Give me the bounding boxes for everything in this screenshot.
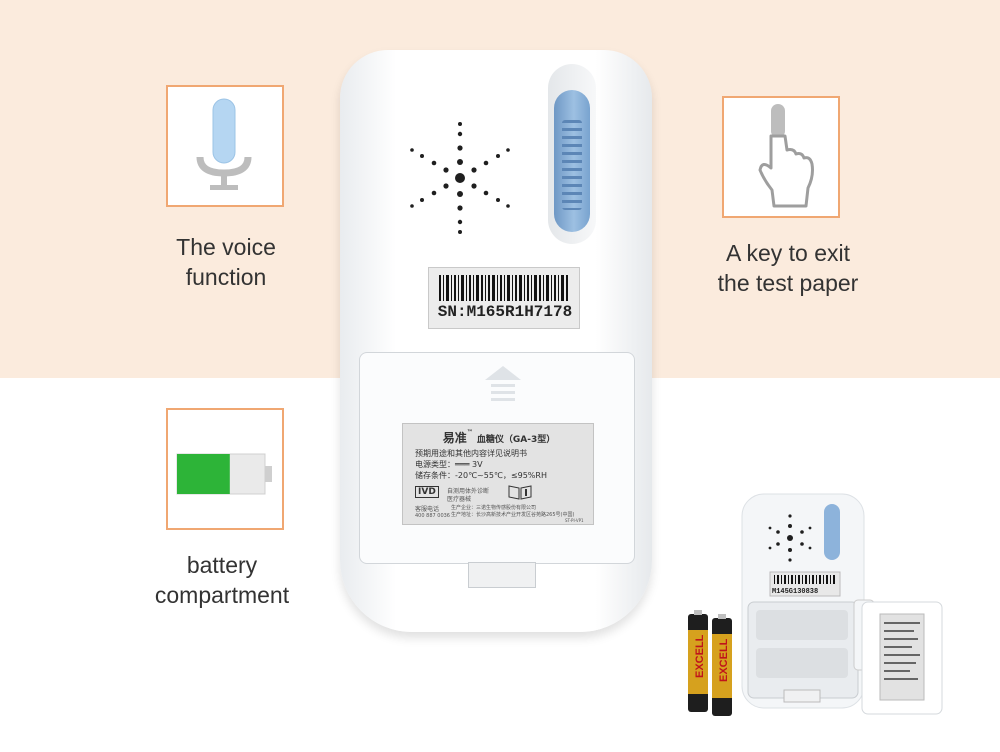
voice-feature-caption: The voice function — [176, 234, 276, 290]
spec-line-storage: 储存条件：-20℃~55℃，≤95%RH — [415, 471, 547, 480]
speaker-grille-icon — [410, 122, 510, 234]
battery-cover-latch[interactable] — [468, 562, 536, 588]
label-code: ST-PI-VP1 — [565, 518, 584, 523]
slide-up-arrow-icon — [485, 366, 521, 380]
ivd-badge: IVD — [415, 486, 439, 498]
ivd-description-1: 自测用体外诊断 — [447, 488, 490, 495]
glucose-meter-back: SN:M165R1H7178 易准™ 血糖仪（GA-3型） 预期用途和其他内容详… — [340, 50, 652, 632]
manufacturer-address: 生产地址：长沙高新技术产业开发区谷苑路265号(中国) — [451, 512, 575, 518]
ivd-description-2: 医疗器械 — [447, 496, 472, 503]
barcode-icon — [439, 275, 568, 301]
battery-icon — [176, 453, 272, 495]
serial-number-label: SN:M165R1H7178 — [428, 267, 580, 329]
manufacturer-text: 生产企业：三诺生物传感股份有限公司 — [451, 505, 537, 511]
serial-number-text: SN:M165R1H7178 — [437, 303, 573, 321]
mini-serial-text: M145G130838 — [772, 588, 818, 596]
specification-label: 易准™ 血糖仪（GA-3型） 预期用途和其他内容详见说明书 电源类型：═══ 3… — [402, 423, 594, 525]
aa-battery-icon: EXCELL — [712, 614, 732, 716]
hotline-label: 客服电话 — [415, 506, 440, 513]
finger-press-icon — [758, 104, 814, 208]
battery-feature-box — [166, 408, 284, 530]
battery-brand-text: EXCELL — [694, 634, 706, 678]
arrow-bar-icon — [491, 384, 515, 387]
arrow-bar-icon — [491, 391, 515, 394]
microphone-icon — [196, 98, 252, 190]
arrow-bar-icon — [491, 398, 515, 401]
instructions-book-icon — [508, 485, 532, 500]
spec-line-usage: 预期用途和其他内容详见说明书 — [415, 449, 527, 458]
exit-key-feature-box — [722, 96, 840, 218]
voice-feature-box — [166, 85, 284, 207]
opened-meter-with-batteries-photo: M145G130838 EXCELL EXCELL — [688, 493, 943, 716]
hotline-number: 400 887 0036 — [415, 513, 450, 519]
battery-feature-caption: battery compartment — [154, 552, 290, 608]
eject-key-grip-icon — [562, 120, 582, 210]
aa-battery-icon: EXCELL — [688, 610, 708, 712]
spec-title: 易准™ 血糖仪（GA-3型） — [442, 429, 556, 445]
exit-key-feature-caption: A key to exit the test paper — [717, 240, 859, 296]
battery-brand-text: EXCELL — [718, 638, 730, 682]
spec-line-power: 电源类型：═══ 3V — [415, 460, 483, 469]
